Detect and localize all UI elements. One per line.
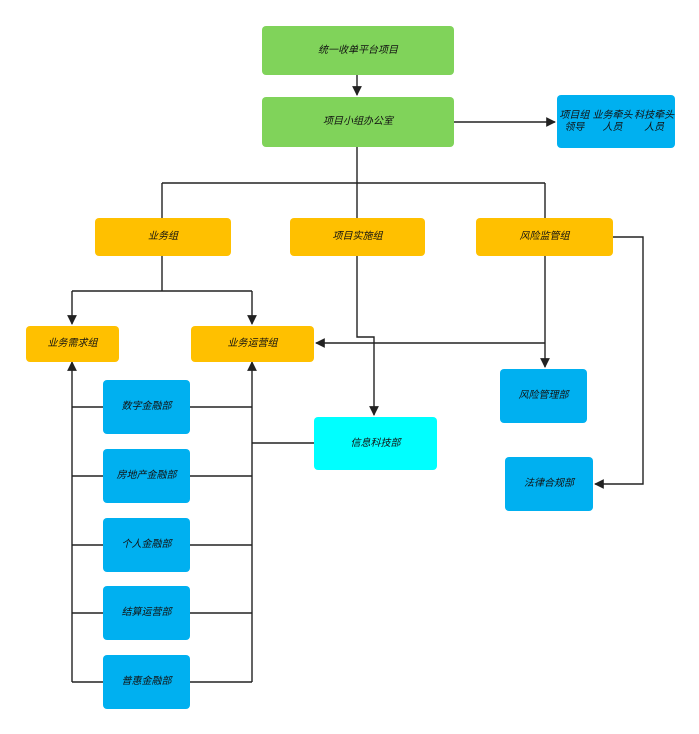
node-it-dept: 信息科技部 bbox=[314, 417, 437, 470]
node-digital-finance: 数字金融部 bbox=[103, 380, 190, 434]
node-settlement-ops: 结算运营部 bbox=[103, 586, 190, 640]
node-risk-group: 风险监管组 bbox=[476, 218, 613, 256]
node-leaders: 项目组领导 业务牵头人员 科技牵头人员 bbox=[557, 95, 675, 148]
edge-risk-legal bbox=[594, 236, 644, 489]
node-real-estate-finance: 房地产金融部 bbox=[103, 449, 190, 503]
node-ops-group: 业务运营组 bbox=[191, 326, 314, 362]
leaders-line-3: 科技牵头人员 bbox=[634, 110, 675, 133]
leaders-line-1: 项目组领导 bbox=[559, 110, 590, 133]
node-inclusive-finance: 普惠金融部 bbox=[103, 655, 190, 709]
node-personal-finance: 个人金融部 bbox=[103, 518, 190, 572]
node-impl-group: 项目实施组 bbox=[290, 218, 425, 256]
node-risk-dept: 风险管理部 bbox=[500, 369, 587, 423]
node-req-group: 业务需求组 bbox=[26, 326, 119, 362]
node-root: 统一收单平台项目 bbox=[262, 26, 454, 75]
leaders-line-2: 业务牵头人员 bbox=[592, 110, 633, 133]
node-office: 项目小组办公室 bbox=[262, 97, 454, 147]
edge-impl-it bbox=[356, 256, 379, 416]
node-business-group: 业务组 bbox=[95, 218, 231, 256]
node-legal-dept: 法律合规部 bbox=[505, 457, 593, 511]
